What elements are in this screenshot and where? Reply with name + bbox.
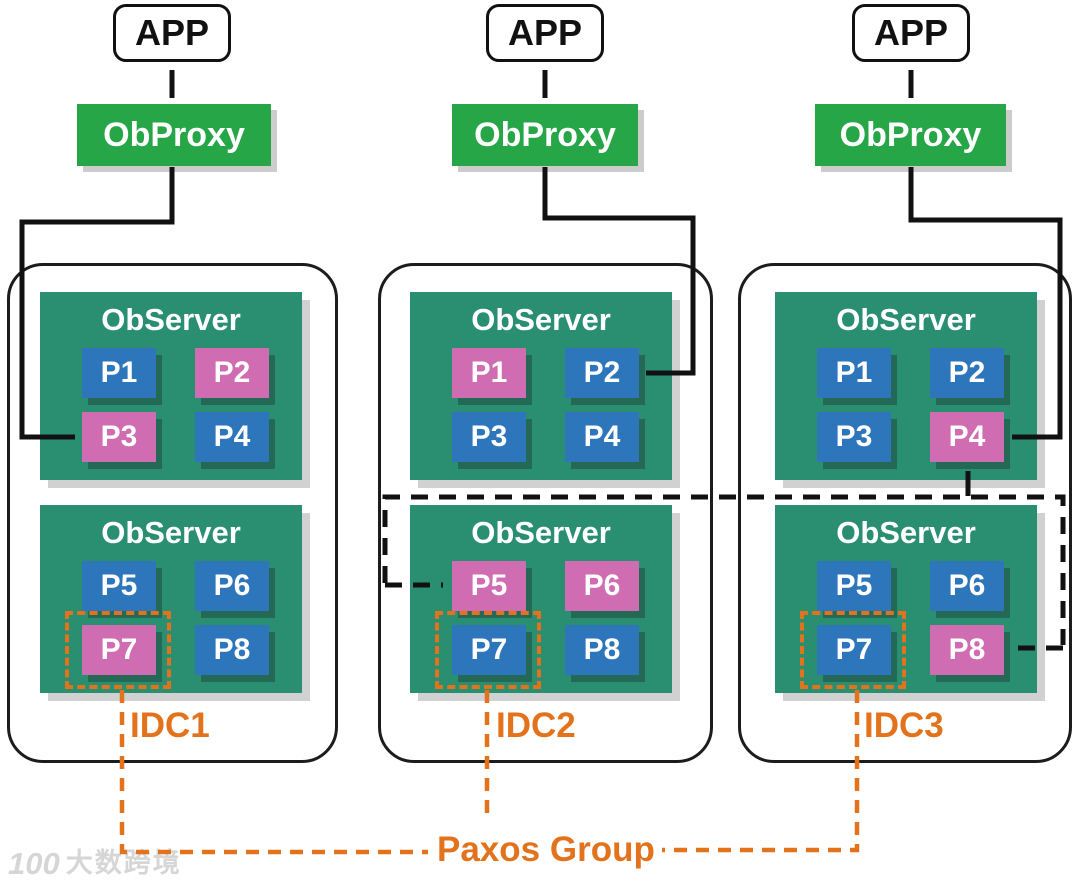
idc3-label: IDC3: [864, 706, 944, 745]
observer-box-idc2-top: ObServer P1 P2 P3 P4: [410, 292, 672, 480]
app-label: APP: [134, 12, 210, 53]
partition-chip-idc1-p4: P4: [195, 412, 269, 462]
partition-chip-idc2-p4: P4: [565, 412, 639, 462]
partition-chip-idc3-p4: P4: [930, 412, 1004, 462]
partition-chip-idc3-p6: P6: [930, 561, 1004, 611]
observer-box-idc1-top: ObServer P1 P2 P3 P4: [40, 292, 302, 480]
app-label: APP: [873, 12, 949, 53]
partition-label: P7: [100, 633, 138, 666]
partition-label: P2: [213, 356, 251, 389]
obproxy-box-idc1: ObProxy: [77, 104, 271, 166]
partition-chip-idc2-p2: P2: [565, 348, 639, 398]
partition-chip-idc3-p1: P1: [817, 348, 891, 398]
watermark: 100 大数跨境: [8, 848, 182, 879]
paxos-ring-idc2-p7: [435, 611, 541, 689]
partition-chip-idc1-p6: P6: [195, 561, 269, 611]
partition-label: P1: [470, 356, 508, 389]
partition-label: P8: [213, 633, 251, 666]
observer-box-idc3-top: ObServer P1 P2 P3 P4: [775, 292, 1037, 480]
partition-chip-idc1-p1: P1: [82, 348, 156, 398]
partition-label: P4: [583, 420, 621, 453]
app-label: APP: [507, 12, 583, 53]
partition-chip-idc1-p7: P7: [82, 625, 156, 675]
partition-chip-idc2-p1: P1: [452, 348, 526, 398]
app-box-idc2: APP: [486, 4, 604, 62]
partition-chip-idc3-p3: P3: [817, 412, 891, 462]
partition-chip-idc3-p2: P2: [930, 348, 1004, 398]
idc1-label: IDC1: [130, 706, 210, 745]
observer-title: ObServer: [471, 302, 611, 337]
idc2-label: IDC2: [496, 706, 576, 745]
partition-chip-idc2-p5: P5: [452, 561, 526, 611]
partition-label: P8: [583, 633, 621, 666]
partition-label: P4: [948, 420, 986, 453]
paxos-group-label: Paxos Group: [437, 830, 655, 869]
observer-title: ObServer: [101, 302, 241, 337]
partition-label: P6: [213, 569, 251, 602]
observer-title: ObServer: [471, 515, 611, 550]
partition-chip-idc2-p8: P8: [565, 625, 639, 675]
app-box-idc1: APP: [113, 4, 231, 62]
obproxy-box-idc2: ObProxy: [452, 104, 638, 166]
partition-chip-idc2-p3: P3: [452, 412, 526, 462]
partition-label: P3: [100, 420, 138, 453]
partition-label: P6: [948, 569, 986, 602]
paxos-ring-idc3-p7: [800, 611, 906, 689]
app-box-idc3: APP: [852, 4, 970, 62]
obproxy-box-idc3: ObProxy: [815, 104, 1006, 166]
partition-chip-idc2-p6: P6: [565, 561, 639, 611]
partition-chip-idc3-p5: P5: [817, 561, 891, 611]
partition-label: P2: [583, 356, 621, 389]
watermark-logo-icon: 100: [8, 846, 60, 881]
partition-label: P8: [948, 633, 986, 666]
partition-chip-idc1-p5: P5: [82, 561, 156, 611]
partition-label: P6: [583, 569, 621, 602]
partition-label: P1: [835, 356, 873, 389]
partition-label: P5: [100, 569, 138, 602]
observer-title: ObServer: [101, 515, 241, 550]
obproxy-label: ObProxy: [103, 115, 245, 154]
observer-title: ObServer: [836, 515, 976, 550]
partition-label: P2: [948, 356, 986, 389]
partition-chip-idc1-p2: P2: [195, 348, 269, 398]
partition-chip-idc3-p8: P8: [930, 625, 1004, 675]
paxos-ring-idc1-p7: [65, 611, 171, 689]
partition-chip-idc1-p8: P8: [195, 625, 269, 675]
watermark-text: 大数跨境: [65, 848, 182, 879]
partition-label: P5: [470, 569, 508, 602]
observer-title: ObServer: [836, 302, 976, 337]
partition-label: P4: [213, 420, 251, 453]
partition-label: P3: [470, 420, 508, 453]
partition-label: P1: [100, 356, 138, 389]
obproxy-label: ObProxy: [839, 115, 982, 154]
observer-box-idc1-bottom: ObServer P5 P6 P7 P8: [40, 505, 302, 693]
partition-label: P3: [835, 420, 873, 453]
partition-chip-idc1-p3: P3: [82, 412, 156, 462]
obproxy-label: ObProxy: [474, 115, 616, 154]
partition-label: P5: [835, 569, 873, 602]
